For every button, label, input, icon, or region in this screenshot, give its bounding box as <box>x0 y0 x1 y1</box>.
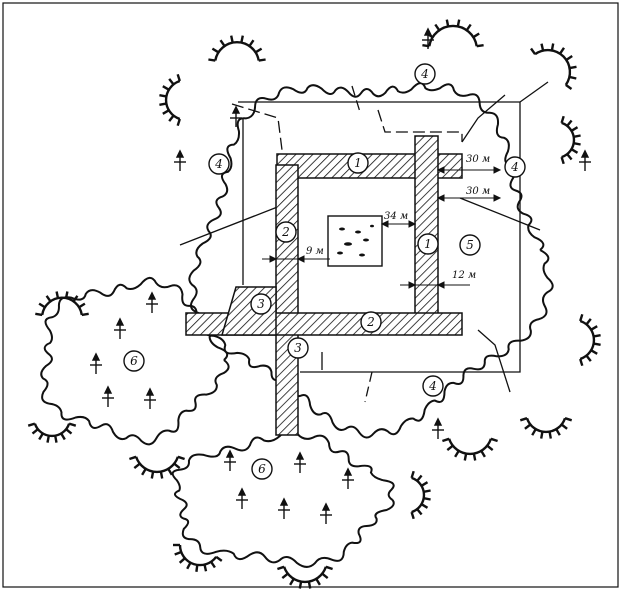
strip-left <box>275 164 299 436</box>
svg-text:4: 4 <box>420 67 429 81</box>
tree-symbol-icon <box>114 317 126 339</box>
slope-hachure-icon <box>129 455 185 479</box>
slope-hachure-icon <box>159 73 181 127</box>
svg-text:1: 1 <box>424 237 432 251</box>
slope-hachures <box>27 19 601 589</box>
marker-4-right: 4 <box>504 156 526 178</box>
marker-1-top: 1 <box>347 152 369 174</box>
svg-text:3: 3 <box>257 297 265 311</box>
marker-4-top: 4 <box>414 63 436 85</box>
marker-4-bottom: 4 <box>422 375 444 397</box>
slope-hachure-icon <box>208 35 266 62</box>
tree-symbol-icon <box>174 149 186 171</box>
svg-text:3: 3 <box>294 341 302 355</box>
svg-text:4: 4 <box>214 157 223 171</box>
tree-symbol-icon <box>90 352 102 374</box>
slope-hachure-icon <box>442 437 498 461</box>
slope-hachure-icon <box>277 565 333 589</box>
tree-symbol-icon <box>294 451 306 473</box>
slope-hachure-icon <box>27 422 77 443</box>
forest-edge-icon <box>171 428 395 568</box>
tree-symbol-icon <box>422 27 434 49</box>
svg-text:4: 4 <box>510 160 519 174</box>
slope-hachure-icon <box>519 417 573 439</box>
marker-2-left: 2 <box>275 221 297 243</box>
slope-hachure-icon <box>560 115 581 165</box>
marker-2-bottom: 2 <box>360 311 382 333</box>
marker-5: 5 <box>459 234 481 256</box>
marker-6-bottom: 6 <box>251 458 273 480</box>
tree-symbol-icon <box>342 467 354 489</box>
building-icon <box>327 215 383 267</box>
slope-hachure-icon <box>422 19 484 48</box>
tree-symbol-icon <box>579 149 591 171</box>
dim-30m-upper: 30 м <box>466 154 490 165</box>
protection-strips <box>185 135 463 436</box>
dim-9m: 9 м <box>306 246 324 257</box>
tree-symbol-icon <box>146 291 158 313</box>
svg-text:2: 2 <box>281 225 290 239</box>
tree-symbols <box>90 27 591 524</box>
marker-3-lower: 3 <box>287 337 309 359</box>
tree-symbol-icon <box>236 487 248 509</box>
slope-hachure-icon <box>579 313 601 367</box>
svg-text:6: 6 <box>258 462 266 476</box>
tree-symbol-icon <box>230 105 242 127</box>
svg-text:6: 6 <box>130 354 138 368</box>
marker-1-right: 1 <box>417 233 439 255</box>
slope-hachure-icon <box>173 543 223 572</box>
svg-text:1: 1 <box>354 156 362 170</box>
svg-text:2: 2 <box>366 315 375 329</box>
marker-4-left: 4 <box>208 153 230 175</box>
tree-symbol-icon <box>320 502 332 524</box>
tree-symbol-icon <box>278 497 290 519</box>
forest-edge-icon <box>40 276 230 446</box>
marker-6-left: 6 <box>123 350 145 372</box>
dim-34m: 34 м <box>384 211 408 222</box>
dimension-lines <box>262 166 502 289</box>
tree-symbol-icon <box>432 417 444 439</box>
dim-30m-lower: 30 м <box>466 186 490 197</box>
svg-text:5: 5 <box>466 238 474 252</box>
dim-12m: 12 м <box>452 270 476 281</box>
marker-3-upper: 3 <box>250 293 272 315</box>
forest-belts <box>40 82 554 568</box>
zone-boundaries <box>179 81 549 403</box>
slope-hachure-icon <box>530 43 577 90</box>
tree-symbol-icon <box>224 449 236 471</box>
tree-symbol-icon <box>102 385 114 407</box>
forest-edge-icon <box>188 82 554 439</box>
slope-hachure-icon <box>35 291 89 317</box>
slope-hachure-icon <box>410 470 431 520</box>
svg-text:4: 4 <box>428 379 437 393</box>
zone-markers: 1 1 2 2 3 3 4 4 4 4 5 6 6 <box>123 63 526 480</box>
tree-symbol-icon <box>144 387 156 409</box>
